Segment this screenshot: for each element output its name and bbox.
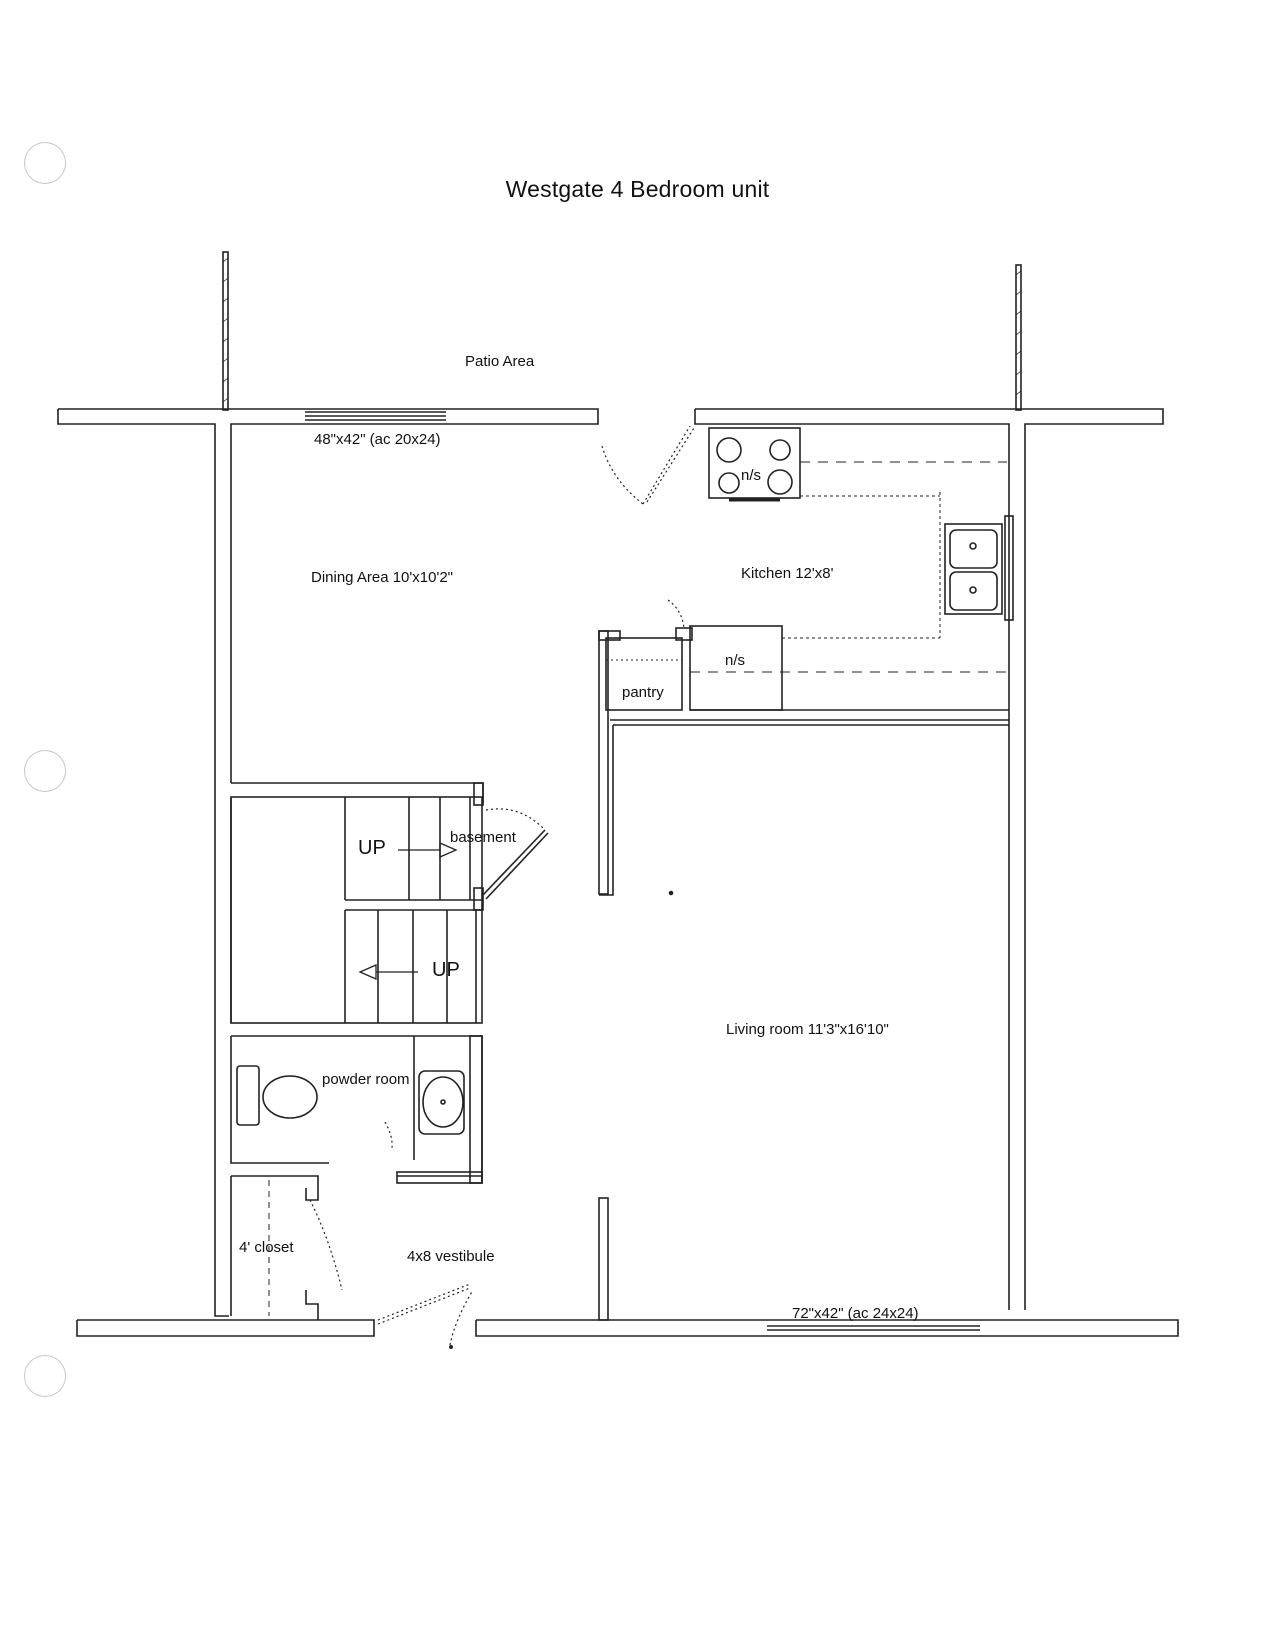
basement-label: basement: [450, 829, 516, 846]
dot-mark: [668, 890, 674, 896]
patio-fence-right: [1015, 264, 1022, 411]
patio-fence-left: [222, 251, 229, 411]
top-exterior-wall: [57, 408, 1164, 1317]
bottom-exterior-wall: [76, 1319, 1179, 1337]
binder-hole: [24, 1355, 66, 1397]
basement-door: [481, 808, 549, 900]
pantry-partition: [598, 630, 621, 895]
stair-walls: [230, 782, 484, 1024]
range: [708, 427, 801, 502]
living-room-walls: [598, 724, 1009, 1321]
pantry: [605, 627, 693, 711]
living-room-label: Living room 11'3"x16'10": [726, 1021, 889, 1038]
patio-door: [601, 425, 695, 505]
stairs-up-lower-label: UP: [432, 959, 460, 981]
pantry-label: pantry: [622, 684, 664, 701]
kitchen-cabinets: [610, 461, 1009, 721]
binder-hole: [24, 142, 66, 184]
front-door: [377, 1283, 474, 1346]
binder-hole: [24, 750, 66, 792]
range-ns-label: n/s: [741, 467, 762, 484]
vestibule-label: 4x8 vestibule: [407, 1248, 495, 1265]
kitchen-label: Kitchen 12'x8': [741, 565, 834, 582]
dining-label: Dining Area 10'x10'2": [311, 569, 453, 586]
dot-mark: [448, 1345, 453, 1350]
kitchen-sink: [944, 515, 1014, 621]
powder-room-label: powder room: [322, 1071, 410, 1088]
pantry-door-swing: [667, 599, 685, 629]
fridge-ns-label: n/s: [725, 652, 746, 669]
page-title: Westgate 4 Bedroom unit: [505, 176, 770, 202]
window-top-label: 48"x42" (ac 20x24): [314, 431, 441, 448]
patio-label: Patio Area: [465, 353, 535, 370]
window-bottom-label: 72"x42" (ac 24x24): [792, 1305, 919, 1322]
powder-room: [230, 1035, 483, 1184]
stairs-up-upper-label: UP: [358, 837, 386, 859]
stair-arrows: [358, 842, 458, 980]
closet-label: 4' closet: [239, 1239, 294, 1256]
closet: [230, 1175, 343, 1320]
